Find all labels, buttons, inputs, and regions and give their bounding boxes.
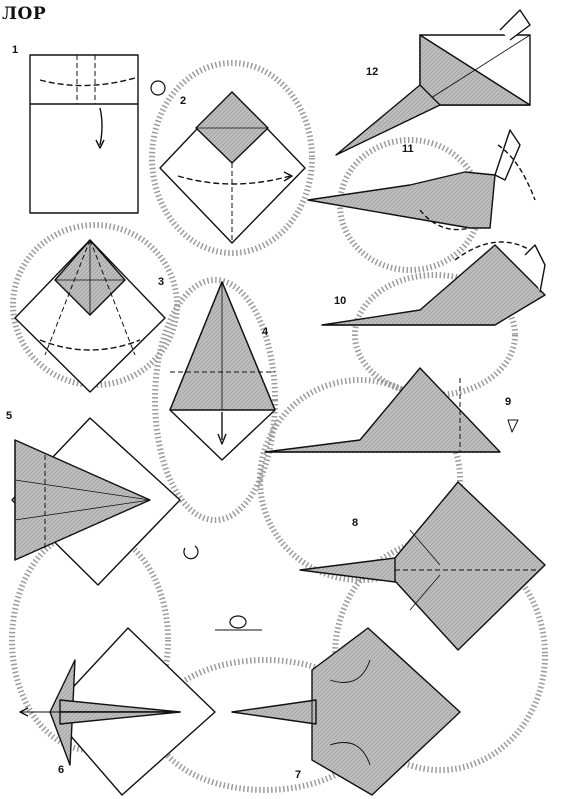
turn-over-icon xyxy=(151,81,165,95)
step-label-6: 6 xyxy=(58,764,64,776)
step-12-figure xyxy=(336,10,530,155)
step-label-11: 11 xyxy=(402,143,414,155)
step-9-figure xyxy=(265,368,518,452)
step-2-figure xyxy=(160,92,305,243)
step-5-figure xyxy=(12,418,180,585)
step-8-figure xyxy=(300,482,545,650)
step-label-9: 9 xyxy=(505,396,511,408)
rotate-icon xyxy=(184,546,198,559)
step-10-figure xyxy=(322,242,545,325)
step-4-figure xyxy=(170,282,275,460)
step-label-5: 5 xyxy=(6,410,12,422)
step-6-figure xyxy=(20,628,215,795)
step-label-4: 4 xyxy=(262,326,268,338)
step-label-1: 1 xyxy=(12,44,18,56)
step-label-10: 10 xyxy=(334,295,346,307)
step-label-3: 3 xyxy=(158,276,164,288)
step-label-7: 7 xyxy=(295,769,301,781)
step-1-figure xyxy=(30,55,138,213)
step-11-figure xyxy=(308,130,535,230)
step-label-8: 8 xyxy=(352,517,358,529)
turn-over-symbol xyxy=(215,616,262,630)
step-label-2: 2 xyxy=(180,95,186,107)
step-label-12: 12 xyxy=(366,66,378,78)
step-7-figure xyxy=(232,628,460,795)
